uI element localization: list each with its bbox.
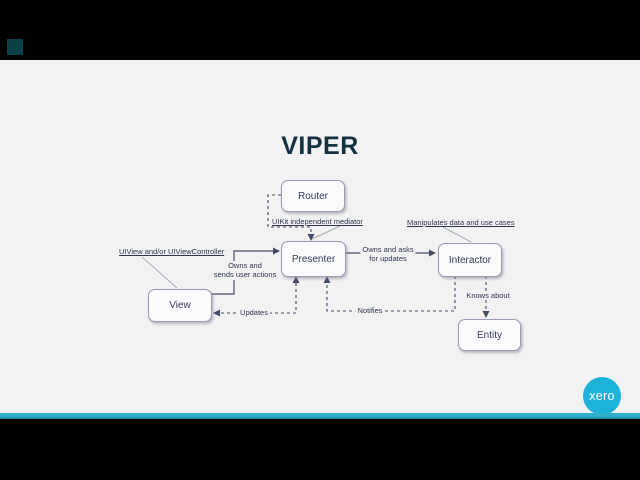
slide-title: VIPER: [281, 132, 359, 160]
accent-bar-edge: [0, 417, 640, 419]
edge-label-notifies: Notifies: [355, 306, 385, 316]
node-interactor: Interactor: [438, 243, 502, 277]
edge-label-updates: Updates: [238, 308, 270, 318]
node-view: View: [148, 289, 212, 322]
xero-logo: xero: [583, 377, 621, 415]
edge-label-owns-and-sends: Owns and sends user actions: [211, 261, 279, 280]
annotation-uikit-independent-mediator: UIKit independent mediator: [272, 217, 363, 226]
annotation-uiview-controller: UIView and/or UIViewController: [119, 247, 225, 256]
top-left-marker: [7, 39, 23, 55]
arrowheads: [213, 234, 490, 318]
node-entity: Entity: [458, 319, 521, 351]
node-presenter: Presenter: [281, 241, 346, 277]
annotation-pointer-lines: [141, 225, 472, 289]
accent-bar: [0, 413, 640, 417]
xero-logo-text: xero: [589, 389, 615, 403]
edge-label-knows-about: Knows about: [464, 291, 512, 301]
edge-label-owns-and-asks: Owns and asks for updates: [360, 245, 416, 264]
annotation-manipulates-data: Manipulates data and use cases: [407, 218, 515, 227]
node-router: Router: [281, 180, 345, 212]
slide: VIPER: [0, 60, 640, 415]
diagram-connectors: [141, 194, 490, 318]
